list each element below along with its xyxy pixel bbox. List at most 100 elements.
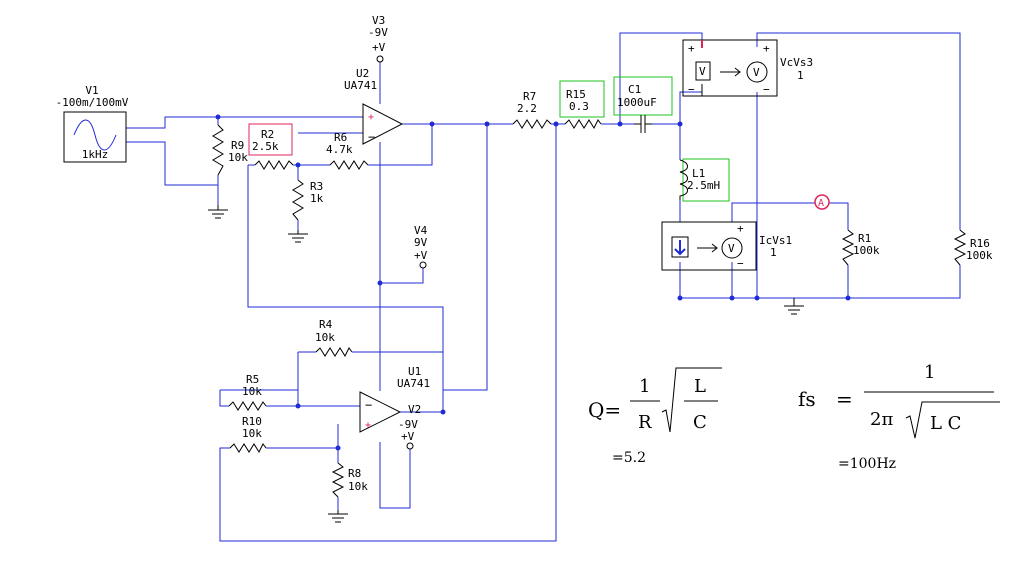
probe-label: A (818, 198, 824, 209)
icvs1-value: 1 (770, 246, 777, 259)
r1-value: 100k (853, 244, 880, 257)
v4-rail: +V (414, 249, 428, 262)
l1-highlight (682, 158, 730, 202)
q-result: =5.2 (612, 450, 646, 466)
r3-resistor (292, 179, 304, 221)
junction-dots (215, 114, 851, 451)
wires (126, 32, 961, 542)
r9-value: 10k (228, 151, 248, 164)
r5-name: R5 (246, 373, 259, 386)
r3-value: 1k (310, 192, 324, 205)
v1-freq: 1kHz (82, 148, 109, 161)
svg-text:+: + (763, 42, 770, 55)
v2-supply[interactable]: V2 -9V +V (398, 403, 421, 450)
r10-resistor (229, 443, 267, 454)
vcvs3-value: 1 (797, 69, 804, 82)
q-rden: C (693, 412, 707, 433)
svg-text:−: − (688, 83, 695, 96)
r9-resistor (212, 124, 224, 176)
r5-value: 10k (242, 385, 262, 398)
r5-resistor (228, 401, 267, 411)
svg-text:+: + (368, 112, 374, 123)
l1-name: L1 (692, 167, 705, 180)
r16-value: 100k (966, 249, 993, 262)
v2-name: V2 (408, 403, 421, 416)
v3-name: V3 (372, 14, 385, 27)
v4-name: V4 (414, 224, 428, 237)
q-lhs: Q= (588, 398, 621, 422)
v3-supply[interactable]: V3 -9V +V (368, 14, 388, 63)
icvs1-source[interactable]: V + − IcVs1 1 (661, 221, 792, 271)
v2-rail: +V (401, 430, 415, 443)
vcvs3-source[interactable]: V + − V + − VcVs3 1 (682, 39, 813, 97)
r8-value: 10k (348, 480, 368, 493)
r7-value: 2.2 (517, 102, 537, 115)
r6-resistor (329, 160, 369, 170)
icvs1-meter: V (728, 242, 735, 255)
icvs1-name: IcVs1 (759, 234, 792, 247)
r15-resistor (564, 119, 602, 130)
v3-value: -9V (368, 26, 388, 39)
svg-text:−: − (737, 257, 744, 270)
vcvs3-meter: V (753, 66, 760, 79)
l1-value: 2.5mH (687, 179, 720, 192)
svg-text:−: − (365, 398, 372, 412)
r3-name: R3 (310, 180, 323, 193)
r16-name: R16 (970, 237, 990, 250)
r10-name: R10 (242, 415, 262, 428)
c1-value: 1000uF (617, 96, 657, 109)
c1-name: C1 (628, 83, 641, 96)
r2-name: R2 (261, 128, 274, 141)
r1-name: R1 (858, 232, 871, 245)
fs-formula: fs = 1 2π L C =100Hz (798, 362, 1000, 472)
r4-value: 10k (315, 331, 335, 344)
v1-name: V1 (85, 84, 98, 97)
fs-eq: = (836, 387, 853, 411)
v4-supply[interactable]: V4 9V +V (414, 224, 428, 269)
svg-text:−: − (763, 83, 770, 96)
ground-symbols (208, 205, 804, 523)
u2-opamp[interactable]: + − U2 UA741 (344, 67, 404, 145)
v4-value: 9V (414, 236, 428, 249)
r2-resistor (254, 160, 294, 170)
svg-text:+: + (365, 420, 371, 431)
r15-name: R15 (566, 88, 586, 101)
r15-value: 0.3 (569, 100, 589, 113)
r10-value: 10k (242, 427, 262, 440)
u2-name: U2 (356, 67, 369, 80)
l1-inductor[interactable]: L1 2.5mH (679, 159, 720, 200)
probe-a[interactable]: A (814, 194, 830, 210)
q-den: R (638, 412, 652, 433)
v3-rail: +V (372, 41, 386, 54)
r6-value: 4.7k (326, 143, 353, 156)
r4-name: R4 (319, 318, 333, 331)
resistors (212, 119, 967, 498)
q-formula: Q= 1 R L C =5.2 (588, 367, 722, 466)
fs-lhs: fs (798, 387, 816, 411)
r8-resistor (331, 462, 345, 498)
r7-resistor (512, 119, 552, 129)
c1-capacitor[interactable]: C1 1000uF (617, 83, 657, 133)
u1-opamp[interactable]: − + U1 UA741 (359, 365, 430, 433)
fs-root: L C (930, 413, 961, 434)
r2-value: 2.5k (252, 140, 279, 153)
fs-den: 2π (870, 409, 893, 430)
v1-value: -100m/100mV (56, 96, 129, 109)
fs-result: =100Hz (838, 456, 896, 472)
svg-text:V: V (699, 65, 706, 78)
r15-highlight (559, 80, 605, 118)
u1-name: U1 (408, 365, 421, 378)
q-num: 1 (639, 376, 650, 397)
r9-name: R9 (231, 139, 244, 152)
u1-model: UA741 (397, 377, 430, 390)
r6-name: R6 (334, 131, 347, 144)
svg-text:−: − (368, 130, 375, 144)
u2-model: UA741 (344, 79, 377, 92)
svg-text:+: + (688, 42, 695, 55)
q-rnum: L (694, 376, 706, 397)
svg-text:+: + (737, 222, 744, 235)
r4-resistor (315, 347, 353, 358)
v1-source[interactable]: V1 -100m/100mV 1kHz (56, 84, 129, 163)
r8-name: R8 (348, 467, 361, 480)
r16-resistor (953, 229, 967, 266)
